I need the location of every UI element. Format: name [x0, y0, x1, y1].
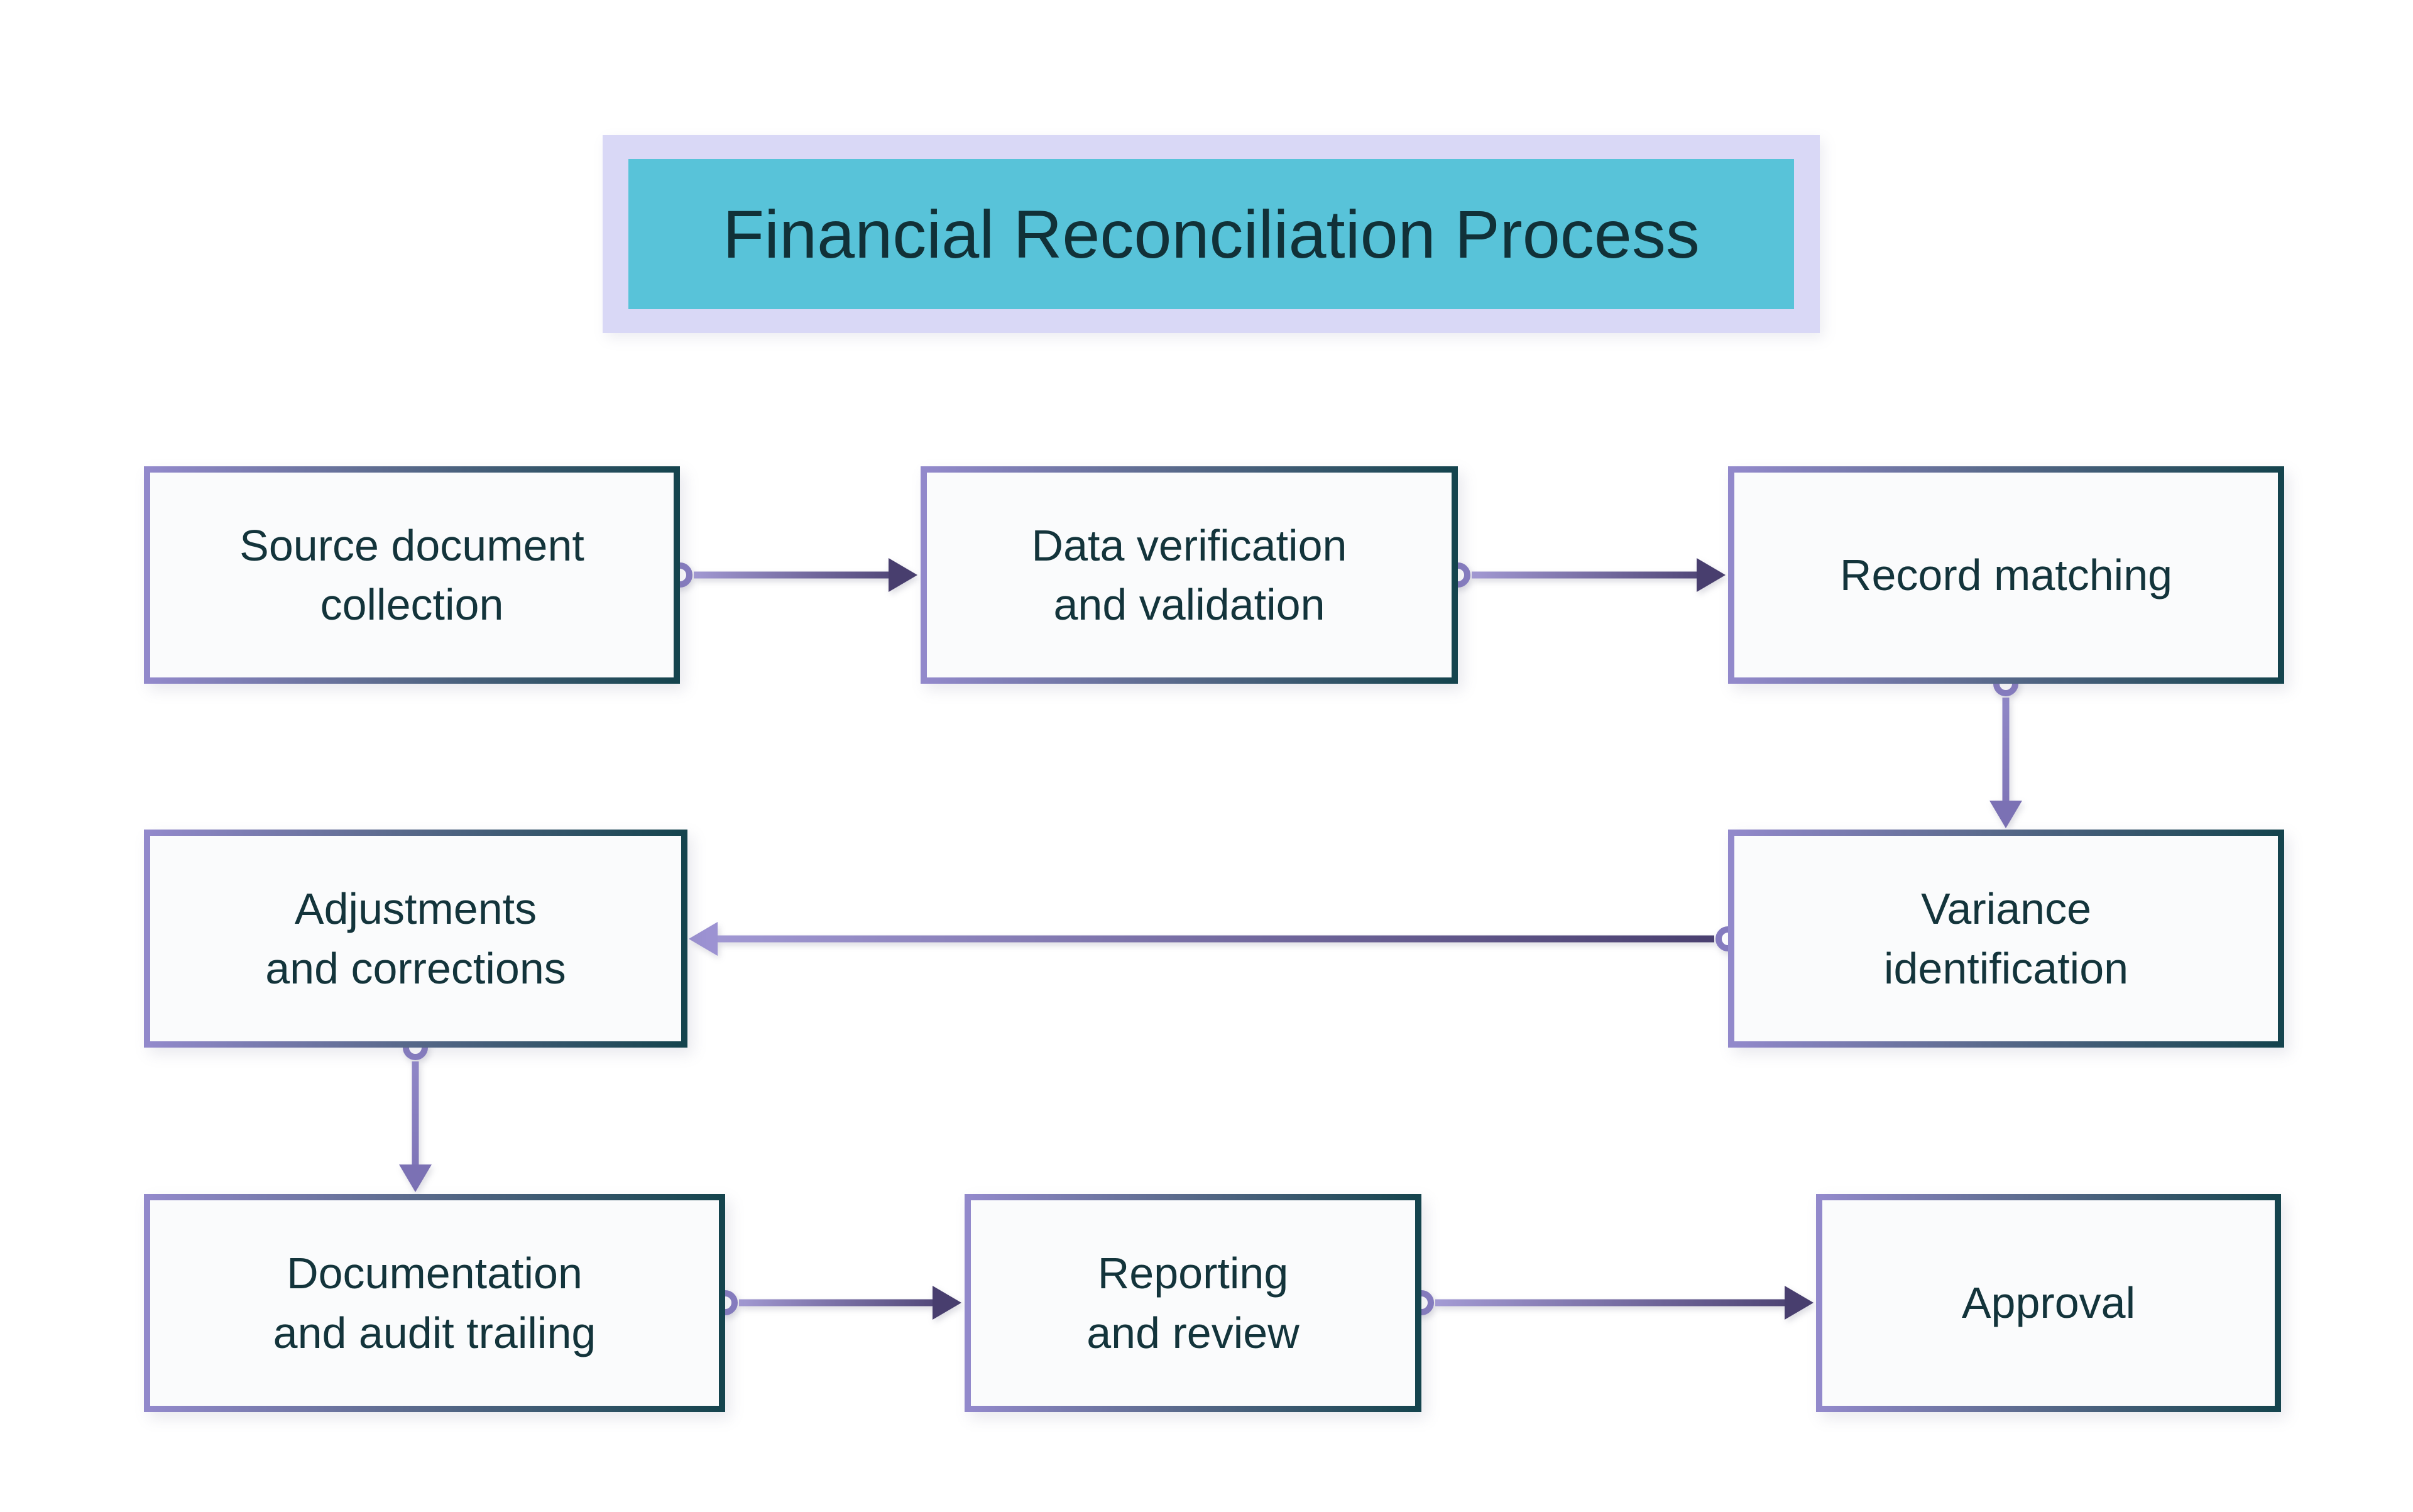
arrow-variance-to-adjust	[689, 922, 1741, 956]
arrowhead-left-icon	[689, 922, 718, 956]
arrow-verify-to-match	[1445, 558, 1726, 592]
node-label: Data verification and validation	[1031, 520, 1347, 630]
node-adjustments-and-corrections: Adjustments and corrections	[144, 830, 687, 1048]
arrow-adjust-to-document	[399, 1035, 432, 1192]
node-label: Source document collection	[239, 520, 584, 630]
node-reporting-and-review: Reporting and review	[965, 1194, 1421, 1412]
arrow-match-to-variance	[1989, 671, 2022, 828]
node-record-matching: Record matching	[1728, 466, 2284, 684]
arrow-report-to-approve	[1409, 1286, 1814, 1320]
arrowhead-right-icon	[1697, 558, 1726, 592]
arrowhead-down-icon	[399, 1164, 432, 1192]
node-data-verification-and-validation: Data verification and validation	[921, 466, 1458, 684]
arrowhead-down-icon	[1989, 801, 2022, 828]
node-label: Approval	[1961, 1278, 2136, 1328]
node-label: Documentation and audit trailing	[273, 1249, 596, 1357]
node-label: Variance identification	[1883, 884, 2129, 993]
arrowhead-right-icon	[889, 558, 917, 592]
node-label: Record matching	[1839, 550, 2173, 600]
title-banner: Financial Reconciliation Process	[603, 135, 1820, 333]
node-label: Reporting and review	[1086, 1249, 1300, 1357]
title-banner-fill: Financial Reconciliation Process	[628, 159, 1794, 309]
diagram-title: Financial Reconciliation Process	[723, 196, 1700, 272]
arrow-document-to-report	[713, 1286, 961, 1320]
arrowhead-right-icon	[1785, 1286, 1814, 1320]
arrowhead-right-icon	[933, 1286, 961, 1320]
node-variance-identification: Variance identification	[1728, 830, 2284, 1048]
node-label: Adjustments and corrections	[265, 884, 566, 993]
node-approval: Approval	[1816, 1194, 2281, 1412]
node-source-document-collection: Source document collection	[144, 466, 680, 684]
node-documentation-and-audit-trailing: Documentation and audit trailing	[144, 1194, 725, 1412]
arrow-source-to-verify	[667, 558, 917, 592]
